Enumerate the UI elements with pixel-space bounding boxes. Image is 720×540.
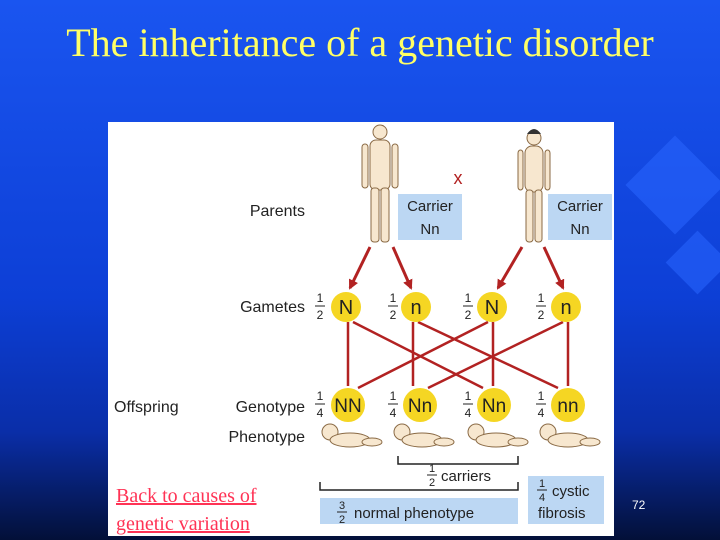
female-parent-figure bbox=[517, 129, 551, 243]
gamete-1: 1 2 N bbox=[315, 291, 361, 322]
offspring-genotype: NN bbox=[334, 396, 361, 417]
fraction-denominator: 4 bbox=[538, 406, 545, 420]
gamete-4: 1 2 n bbox=[536, 291, 581, 322]
row-label-offspring: Offspring bbox=[114, 399, 179, 416]
fraction-denominator: 2 bbox=[317, 308, 324, 322]
row-label-genotype: Genotype bbox=[236, 399, 305, 416]
fraction-numerator: 1 bbox=[429, 463, 435, 475]
fraction-denominator: 2 bbox=[538, 308, 545, 322]
fraction-numerator: 3 bbox=[339, 500, 345, 512]
gamete-allele: N bbox=[485, 297, 499, 319]
diagram-canvas: Parents Gametes Offspring Genotype Pheno… bbox=[114, 124, 612, 526]
cross-line bbox=[357, 320, 489, 390]
cross-line bbox=[352, 320, 484, 390]
cross-lines bbox=[346, 320, 570, 390]
gamete-arrow bbox=[542, 246, 565, 290]
offspring-2: 1 4 Nn bbox=[388, 388, 437, 422]
carriers-label: carriers bbox=[441, 468, 491, 485]
normal-phenotype-label: normal phenotype bbox=[354, 505, 474, 522]
fraction-numerator: 1 bbox=[539, 478, 545, 490]
fraction-numerator: 1 bbox=[538, 389, 545, 403]
fraction-numerator: 1 bbox=[465, 291, 472, 305]
inheritance-diagram: Parents Gametes Offspring Genotype Pheno… bbox=[108, 122, 614, 536]
gamete-allele: n bbox=[410, 297, 421, 319]
parent-status: Carrier bbox=[407, 198, 453, 215]
row-label-phenotype: Phenotype bbox=[228, 429, 305, 446]
cross-line bbox=[417, 320, 559, 390]
back-link[interactable]: Back to causes of genetic variation bbox=[116, 485, 257, 535]
fraction-numerator: 1 bbox=[390, 389, 397, 403]
gamete-allele: n bbox=[560, 297, 571, 319]
page-number: 72 bbox=[632, 498, 646, 512]
offspring-1: 1 4 NN bbox=[315, 388, 365, 422]
fraction-numerator: 1 bbox=[317, 389, 324, 403]
parent-box-male: Carrier Nn bbox=[398, 194, 462, 240]
cross-line bbox=[427, 320, 564, 390]
carriers-bracket: 1 2 carriers bbox=[397, 456, 519, 489]
gamete-allele: N bbox=[339, 297, 353, 319]
fraction-denominator: 2 bbox=[465, 308, 472, 322]
affected-box: 1 4 cystic fibrosis bbox=[528, 476, 604, 524]
background-diamond bbox=[665, 230, 720, 295]
fraction-denominator: 2 bbox=[339, 514, 345, 526]
baby-figure bbox=[321, 423, 383, 448]
male-parent-figure bbox=[361, 124, 399, 243]
offspring-3: 1 4 Nn bbox=[463, 388, 511, 422]
fraction-denominator: 2 bbox=[429, 477, 435, 489]
fraction-numerator: 1 bbox=[317, 291, 324, 305]
baby-figure bbox=[539, 423, 601, 448]
fraction-numerator: 1 bbox=[538, 291, 545, 305]
offspring-genotype: nn bbox=[557, 396, 578, 417]
gamete-2: 1 2 n bbox=[388, 291, 431, 322]
fraction-denominator: 2 bbox=[390, 308, 397, 322]
fraction-numerator: 1 bbox=[465, 389, 472, 403]
offspring-genotype: Nn bbox=[408, 396, 432, 417]
baby-figure bbox=[467, 423, 529, 448]
fraction-denominator: 4 bbox=[539, 492, 545, 504]
row-label-gametes: Gametes bbox=[240, 299, 305, 316]
fraction-numerator: 1 bbox=[390, 291, 397, 305]
fraction-denominator: 4 bbox=[465, 406, 472, 420]
parent-status: Carrier bbox=[557, 198, 603, 215]
parent-box-female: Carrier Nn bbox=[548, 194, 612, 240]
affected-label-line1: cystic bbox=[552, 483, 590, 500]
parent-genotype: Nn bbox=[570, 221, 589, 238]
cross-symbol: x bbox=[454, 168, 463, 188]
normal-phenotype-bracket: 3 2 normal phenotype bbox=[319, 482, 519, 526]
slide-title: The inheritance of a genetic disorder bbox=[66, 20, 654, 65]
gamete-arrow bbox=[391, 246, 413, 290]
offspring-4: 1 4 nn bbox=[536, 388, 585, 422]
parent-genotype: Nn bbox=[420, 221, 439, 238]
row-label-parents: Parents bbox=[250, 203, 305, 220]
parent-gamete-arrows bbox=[348, 246, 565, 290]
fraction-denominator: 4 bbox=[317, 406, 324, 420]
affected-label-line2: fibrosis bbox=[538, 505, 586, 522]
gamete-arrow bbox=[496, 246, 524, 290]
offspring-genotype: Nn bbox=[482, 396, 506, 417]
fraction-denominator: 4 bbox=[390, 406, 397, 420]
baby-figure bbox=[393, 423, 455, 448]
background-diamond bbox=[625, 135, 720, 235]
gamete-arrow bbox=[348, 246, 372, 290]
gamete-3: 1 2 N bbox=[463, 291, 507, 322]
